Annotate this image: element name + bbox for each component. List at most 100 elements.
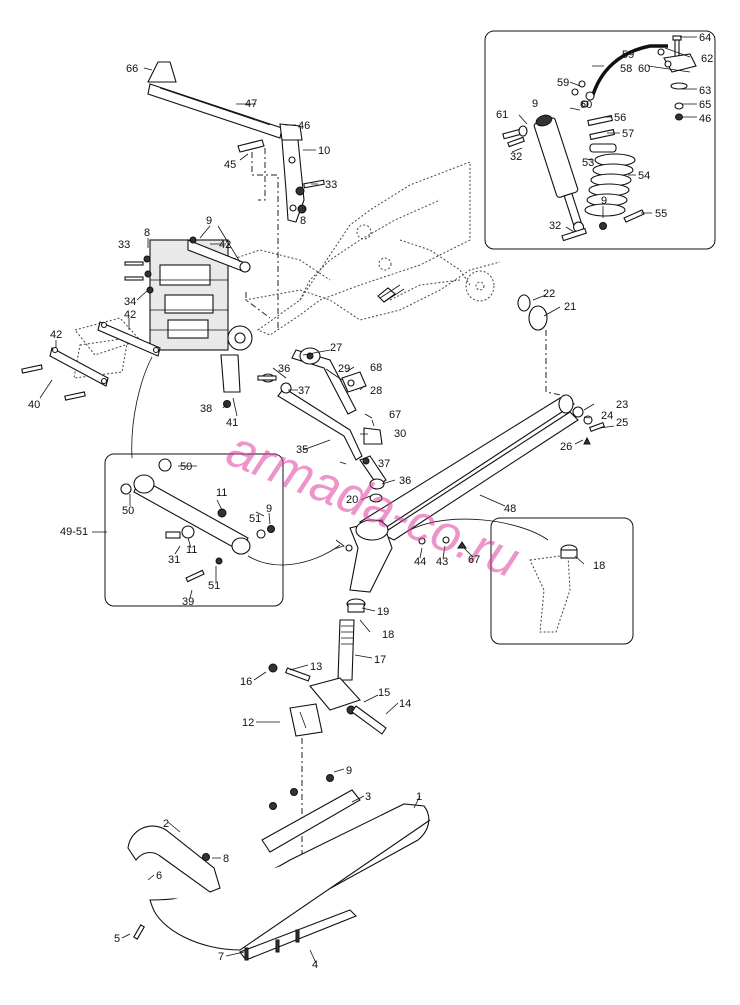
- callout-15: 15: [378, 687, 390, 699]
- callout-10: 10: [318, 145, 330, 157]
- callout-34: 34: [124, 296, 136, 308]
- inset-link-assembly: [104, 453, 345, 607]
- callout-24: 24: [601, 410, 613, 422]
- spindle: [268, 598, 387, 870]
- callout-19: 19: [377, 606, 389, 618]
- callout-13: 13: [310, 661, 322, 673]
- callout-2: 2: [163, 818, 169, 830]
- callout-40: 40: [28, 399, 40, 411]
- callout-68: 68: [370, 362, 382, 374]
- callout-28: 28: [370, 385, 382, 397]
- callout-1: 1: [416, 791, 422, 803]
- callout-16: 16: [240, 676, 252, 688]
- callout-4: 4: [312, 959, 318, 971]
- callout-29: 29: [338, 363, 350, 375]
- callout-9e: 9: [346, 765, 352, 777]
- callout-67: 67: [389, 409, 401, 421]
- steering-linkage: [257, 347, 387, 503]
- trailing-arm: [345, 294, 605, 593]
- callout-54: 54: [638, 170, 650, 182]
- callout-8b: 8: [144, 227, 150, 239]
- ski-assembly: [127, 774, 431, 961]
- coil-spring: [584, 153, 636, 217]
- callout-49-51: 49-51: [60, 526, 88, 538]
- callout-42c: 42: [50, 329, 62, 341]
- callout-45: 45: [224, 159, 236, 171]
- callout-61: 61: [496, 109, 508, 121]
- callout-12: 12: [242, 717, 254, 729]
- callout-32: 32: [510, 151, 522, 163]
- callout-8: 8: [300, 215, 306, 227]
- callout-57: 57: [622, 128, 634, 140]
- callout-51: 51: [249, 513, 261, 525]
- callout-9c: 9: [206, 215, 212, 227]
- callout-62: 62: [701, 53, 713, 65]
- steering-arm-assembly: [147, 61, 325, 330]
- callout-46b: 46: [298, 120, 310, 132]
- callout-27: 27: [330, 342, 342, 354]
- callout-63: 63: [699, 85, 711, 97]
- callout-37b: 37: [378, 458, 390, 470]
- callout-51b: 51: [208, 580, 220, 592]
- callout-47: 47: [245, 98, 257, 110]
- callout-14: 14: [399, 698, 411, 710]
- callout-7: 7: [218, 951, 224, 963]
- callout-48: 48: [504, 503, 516, 515]
- callout-46: 46: [699, 113, 711, 125]
- callout-9: 9: [532, 98, 538, 110]
- callout-30: 30: [394, 428, 406, 440]
- inset-shock-absorber: [484, 30, 716, 250]
- callout-18b: 18: [382, 629, 394, 641]
- callout-44: 44: [414, 556, 426, 568]
- callout-17: 17: [374, 654, 386, 666]
- callout-37: 37: [298, 385, 310, 397]
- callout-3: 3: [365, 791, 371, 803]
- callout-50b: 50: [122, 505, 134, 517]
- callout-33b: 33: [118, 239, 130, 251]
- callout-5: 5: [114, 933, 120, 945]
- callout-67b: 67: [468, 554, 480, 566]
- left-bracket-assembly: [124, 236, 271, 408]
- callout-43: 43: [436, 556, 448, 568]
- callout-9d: 9: [266, 503, 272, 515]
- callout-6: 6: [156, 870, 162, 882]
- callout-50: 50: [180, 461, 192, 473]
- callout-42: 42: [219, 239, 231, 251]
- inset-bushing-detail: [409, 517, 634, 645]
- callout-21: 21: [564, 301, 576, 313]
- callout-8c: 8: [223, 853, 229, 865]
- callout-11b: 11: [186, 544, 197, 556]
- callout-35: 35: [296, 444, 308, 456]
- callout-11: 11: [216, 487, 227, 499]
- callout-31: 31: [168, 554, 180, 566]
- callout-58: 58: [620, 63, 632, 75]
- callout-18: 18: [593, 560, 605, 572]
- callout-36: 36: [278, 363, 290, 375]
- callout-56: 56: [614, 112, 626, 124]
- callout-64: 64: [699, 32, 711, 44]
- leader-lines: [39, 36, 697, 964]
- callout-65: 65: [699, 99, 711, 111]
- callout-20: 20: [346, 494, 358, 506]
- callout-labels: 64 59 62 58 60 59 63 65 46 9 60 61 56 57…: [28, 32, 713, 971]
- callout-25: 25: [616, 417, 628, 429]
- plate-set: [21, 317, 161, 459]
- callout-22: 22: [543, 288, 555, 300]
- callout-53: 53: [582, 157, 594, 169]
- callout-41: 41: [226, 417, 238, 429]
- callout-38: 38: [200, 403, 212, 415]
- callout-42b: 42: [124, 309, 136, 321]
- callout-39: 39: [182, 596, 194, 608]
- callout-32b: 32: [549, 220, 561, 232]
- callout-9b: 9: [601, 195, 607, 207]
- callout-33: 33: [325, 179, 337, 191]
- callout-23: 23: [616, 399, 628, 411]
- callout-55: 55: [655, 208, 667, 220]
- callout-26: 26: [560, 441, 572, 453]
- callout-60: 60: [638, 63, 650, 75]
- callout-59: 59: [622, 49, 634, 61]
- chassis-frame: [229, 161, 501, 336]
- callout-66: 66: [126, 63, 138, 75]
